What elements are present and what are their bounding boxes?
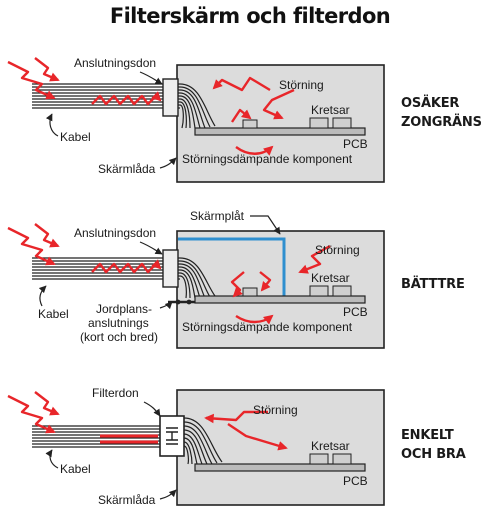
leader-line [139,71,163,85]
capacitor-symbol [166,427,178,445]
shield-plate [178,237,286,296]
panel-unsafe-zone-boundary: Anslutningsdon Störning Kretsar PCB Kabe… [7,56,482,183]
diagram-title: Filterskärm och filterdon [109,4,391,28]
pcb-label: PCB [343,474,368,488]
connector-label: Anslutningsdon [74,56,156,70]
cable-label: Kabel [60,462,91,476]
leader-line [159,489,177,500]
enclosure-label: Skärmlåda [98,162,156,176]
circuit-chip [332,285,352,297]
circuit-chip [332,453,352,465]
ground-label-line-3: (kort och bred) [80,330,158,344]
leader-line [139,241,163,255]
cable [32,83,216,129]
panel-better: Skärmplåt Anslutningsdon Störning Kretsa… [7,209,465,349]
panel-simple-and-good: Filterdon Störning Kretsar PCB Kabel Skä… [7,386,466,507]
circuits-label: Kretsar [311,271,350,285]
circuits-label: Kretsar [311,439,350,453]
ground-dot [175,299,181,305]
filter-connector [159,415,185,457]
leader-line [159,301,173,310]
leader-line [45,113,59,137]
component-label: Störningsdämpande komponent [182,320,353,334]
leader-line [159,157,177,169]
component-label: Störningsdämpande komponent [182,152,353,166]
suppression-component [242,119,258,129]
circuit-chip [309,285,329,297]
verdict-line-2: OCH BRA [401,447,466,462]
leader-line [38,285,47,307]
pcb-board [194,295,366,304]
circuits-label: Kretsar [311,103,350,117]
noise-label: Störning [279,78,324,92]
enclosure-label: Skärmlåda [98,493,156,507]
pcb-board [194,127,366,136]
circuit-chip [309,117,329,129]
cable-label: Kabel [38,307,69,321]
circuit-chip [332,117,352,129]
ground-dot [186,299,192,305]
connector [162,249,179,288]
suppression-component [242,287,258,297]
shield-plate-label: Skärmplåt [190,209,245,223]
noise-label: Störning [315,243,360,257]
leader-line [143,401,161,417]
verdict-line-2: ZONGRÄNS [401,114,482,130]
noise-label: Störning [253,403,298,417]
cable-label: Kabel [60,130,91,144]
noise-arrows [7,391,288,451]
leader-line [45,449,59,469]
connector [162,78,179,117]
cable [32,257,216,299]
pcb-label: PCB [343,137,368,151]
pcb-label: PCB [343,305,368,319]
connector-label: Anslutningsdon [74,226,156,240]
filter-connector-label: Filterdon [92,386,139,400]
circuit-chip [309,453,329,465]
noise-arrows [7,57,295,156]
noise-arrows [7,223,331,325]
ground-label-line-1: Jordplans- [96,302,152,316]
verdict-line-1: OSÄKER [401,95,459,111]
leader-line [250,215,281,235]
pcb-board [194,463,366,472]
ground-label-line-2: anslutnings [88,316,149,330]
verdict-line-1: BÄTTTRE [401,276,465,292]
verdict-line-1: ENKELT [401,428,454,443]
